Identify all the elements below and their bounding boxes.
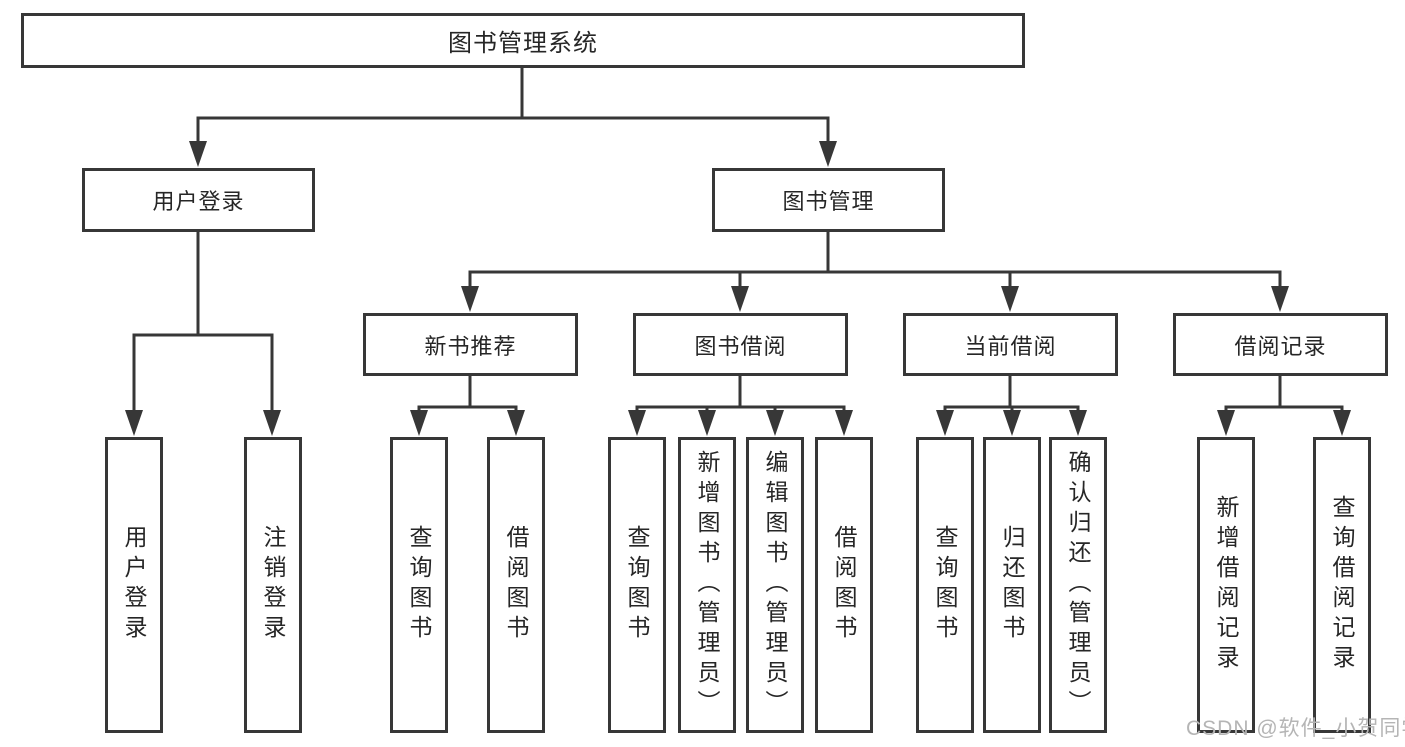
node-user-login-label: 用户登录 [152,189,245,214]
leaf-logout-label: 注销登录 [260,525,286,645]
leaf-bb-borrow-books: 借阅图书 [815,437,873,733]
leaf-user-login: 用户登录 [105,437,163,733]
leaf-br-add-record-label: 新增借阅记录 [1213,495,1239,675]
leaf-bb-edit-books-admin: 编辑图书（管理员） [746,437,804,733]
node-book-management: 图书管理 [712,168,945,232]
node-current-borrow: 当前借阅 [903,313,1118,376]
csdn-watermark: CSDN @软件_小贺同学 [1186,717,1405,740]
node-new-book-recommend: 新书推荐 [363,313,578,376]
leaf-bb-add-books-admin: 新增图书（管理员） [678,437,736,733]
node-user-login: 用户登录 [82,168,315,232]
leaf-cb-return-books-label: 归还图书 [999,525,1025,645]
node-borrow-records-label: 借阅记录 [1234,333,1327,359]
leaf-cb-query-books: 查询图书 [916,437,974,733]
leaf-nb-borrow-books-label: 借阅图书 [503,525,529,645]
leaf-nb-query-books: 查询图书 [390,437,448,733]
node-current-borrow-label: 当前借阅 [964,333,1057,359]
leaf-nb-borrow-books: 借阅图书 [487,437,545,733]
leaf-br-query-record-label: 查询借阅记录 [1329,495,1355,675]
leaf-cb-confirm-return-admin: 确认归还（管理员） [1049,437,1107,733]
leaf-nb-query-books-label: 查询图书 [406,525,432,645]
leaf-logout: 注销登录 [244,437,302,733]
leaf-bb-query-books: 查询图书 [608,437,666,733]
leaf-cb-query-books-label: 查询图书 [932,525,958,645]
node-root: 图书管理系统 [21,13,1025,68]
node-book-borrow-label: 图书借阅 [694,333,787,359]
node-new-book-recommend-label: 新书推荐 [424,333,517,359]
leaf-br-add-record: 新增借阅记录 [1197,437,1255,733]
leaf-bb-edit-books-admin-label: 编辑图书（管理员） [762,450,788,720]
leaf-cb-return-books: 归还图书 [983,437,1041,733]
leaf-user-login-label: 用户登录 [121,525,147,645]
node-book-management-label: 图书管理 [782,189,875,214]
leaf-bb-query-books-label: 查询图书 [624,525,650,645]
node-root-label: 图书管理系统 [448,30,598,57]
leaf-bb-add-books-admin-label: 新增图书（管理员） [694,450,720,720]
node-borrow-records: 借阅记录 [1173,313,1388,376]
leaf-bb-borrow-books-label: 借阅图书 [831,525,857,645]
node-book-borrow: 图书借阅 [633,313,848,376]
leaf-br-query-record: 查询借阅记录 [1313,437,1371,733]
leaf-cb-confirm-return-admin-label: 确认归还（管理员） [1065,450,1091,720]
